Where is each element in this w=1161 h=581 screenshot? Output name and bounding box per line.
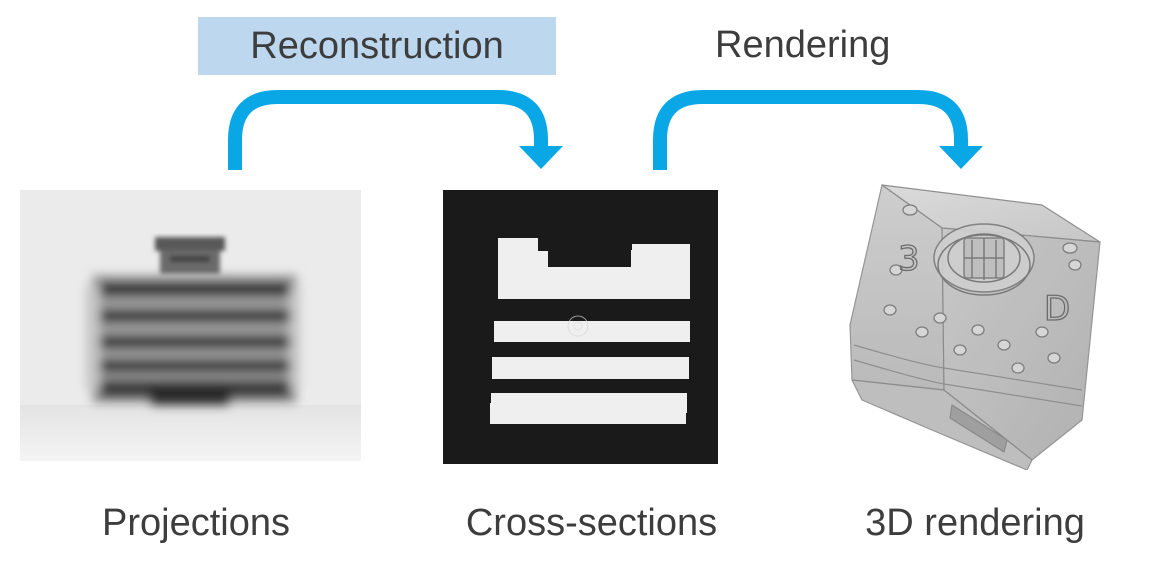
cross-section-bar-1: [494, 321, 690, 342]
step-label-reconstruction: Reconstruction: [198, 17, 556, 75]
rendering-mark-3: 3: [898, 239, 920, 279]
arrow-rendering: [653, 90, 968, 170]
cross-section-top-bar: [632, 244, 690, 260]
caption-projections: Projections: [102, 502, 290, 544]
rendering-mark-d: D: [1044, 289, 1070, 329]
arrow-head-reconstruction: [519, 146, 563, 169]
arrow-head-rendering: [939, 146, 983, 169]
arrow-reconstruction: [228, 90, 548, 170]
cross-section-center-ring: [567, 315, 589, 337]
cross-section-image: [443, 190, 718, 464]
cross-section-bottom-rect: [490, 403, 686, 424]
cross-section-bar-2: [492, 357, 689, 379]
caption-3d-rendering: 3D rendering: [865, 502, 1085, 544]
caption-cross-sections: Cross-sections: [465, 502, 718, 544]
projection-image: [20, 190, 361, 461]
step-label-rendering: Rendering: [715, 24, 891, 66]
3d-rendering-image: 3 D: [849, 184, 1101, 470]
